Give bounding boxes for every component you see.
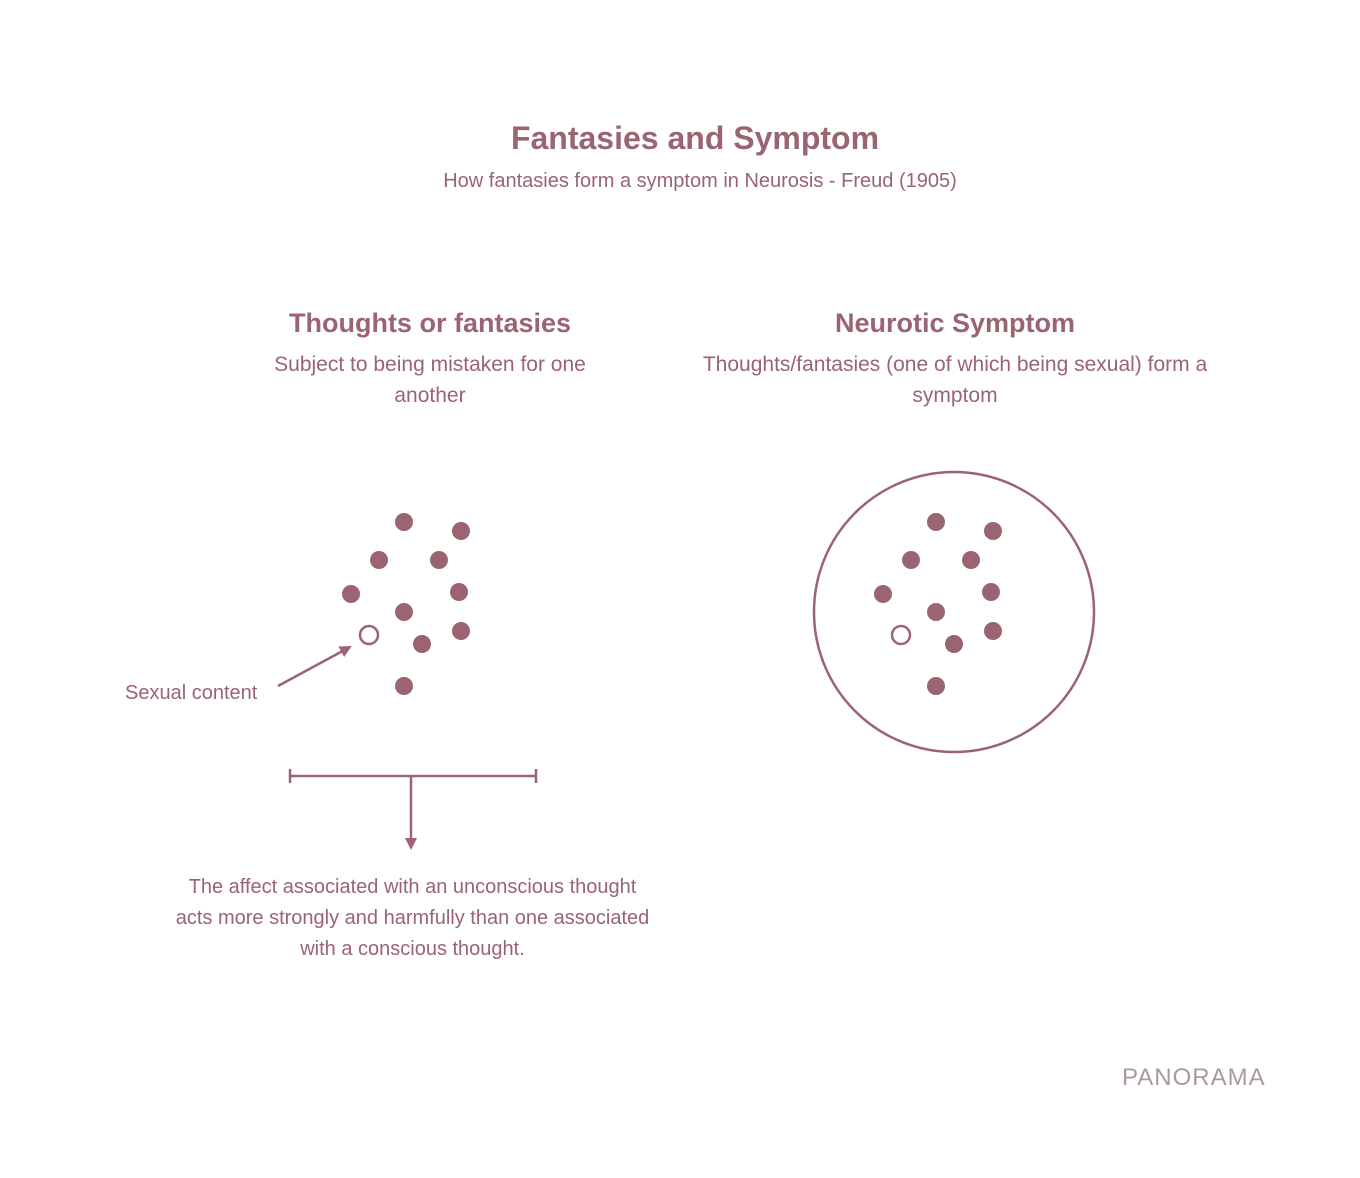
left-thought-cluster (342, 513, 470, 695)
thought-dot (430, 551, 448, 569)
sexual-thought-dot (358, 624, 380, 646)
thought-dot (962, 551, 980, 569)
thought-dot (395, 603, 413, 621)
thought-dot (927, 603, 945, 621)
bracket (288, 769, 538, 783)
thought-dot (370, 551, 388, 569)
right-panel-heading: Neurotic Symptom (834, 308, 1076, 338)
sexual-thought-dot (890, 624, 912, 646)
thought-dot (874, 585, 892, 603)
diagram-subtitle: How fantasies form a symptom in Neurosis… (443, 170, 957, 192)
right-panel-description: Thoughts/fantasies (one of which being s… (702, 353, 1208, 407)
sexual-content-label: Sexual content (125, 682, 258, 704)
thought-dot (945, 635, 963, 653)
thought-dot (452, 522, 470, 540)
thought-dot (927, 677, 945, 695)
thought-dot (395, 513, 413, 531)
thought-dot (984, 622, 1002, 640)
symptom-circle (812, 470, 1096, 754)
thought-dot (342, 585, 360, 603)
thought-dot (450, 583, 468, 601)
thought-dot (982, 583, 1000, 601)
thought-dot (927, 513, 945, 531)
sexual-content-arrow (277, 645, 352, 688)
thought-dot (395, 677, 413, 695)
thought-dot (902, 551, 920, 569)
right-thought-cluster (874, 513, 1002, 695)
panorama-logo: PANORAMA (1122, 1064, 1266, 1091)
thought-dot (452, 622, 470, 640)
diagram-title: Fantasies and Symptom (510, 120, 880, 156)
thought-dot (413, 635, 431, 653)
conclusion-text: The affect associated with an unconsciou… (175, 876, 650, 960)
left-panel-description: Subject to being mistaken for one anothe… (274, 353, 586, 407)
thought-dot (984, 522, 1002, 540)
left-panel-heading: Thoughts or fantasies (288, 308, 572, 338)
